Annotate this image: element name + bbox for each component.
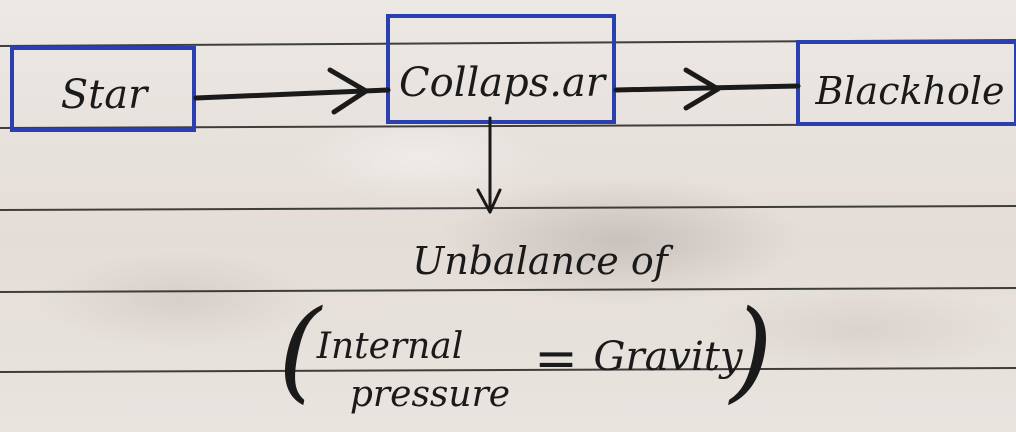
collapse-box xyxy=(386,14,616,124)
pressure-label: pressure xyxy=(350,374,510,415)
blackhole-box xyxy=(796,40,1016,126)
rule-line xyxy=(0,287,1016,293)
equals-sign: = xyxy=(534,329,578,389)
star-label: Star xyxy=(61,72,150,118)
rule-line xyxy=(0,205,1016,211)
rule-line xyxy=(0,367,1016,373)
gravity-label: Gravity xyxy=(594,334,744,380)
arrow-collapse-to-blackhole xyxy=(613,67,801,111)
collapse-label: Collaps.ar xyxy=(399,60,608,106)
close-paren: ) xyxy=(728,286,773,414)
unbalance-label: Unbalance of xyxy=(412,239,673,283)
blackhole-label: Blackhole xyxy=(814,69,1004,113)
arrow-collapse-to-cause xyxy=(476,116,502,214)
open-paren: ( xyxy=(278,286,323,414)
internal-label: Internal xyxy=(316,326,464,367)
arrow-star-to-collapse xyxy=(193,67,391,115)
star-box xyxy=(10,46,196,132)
